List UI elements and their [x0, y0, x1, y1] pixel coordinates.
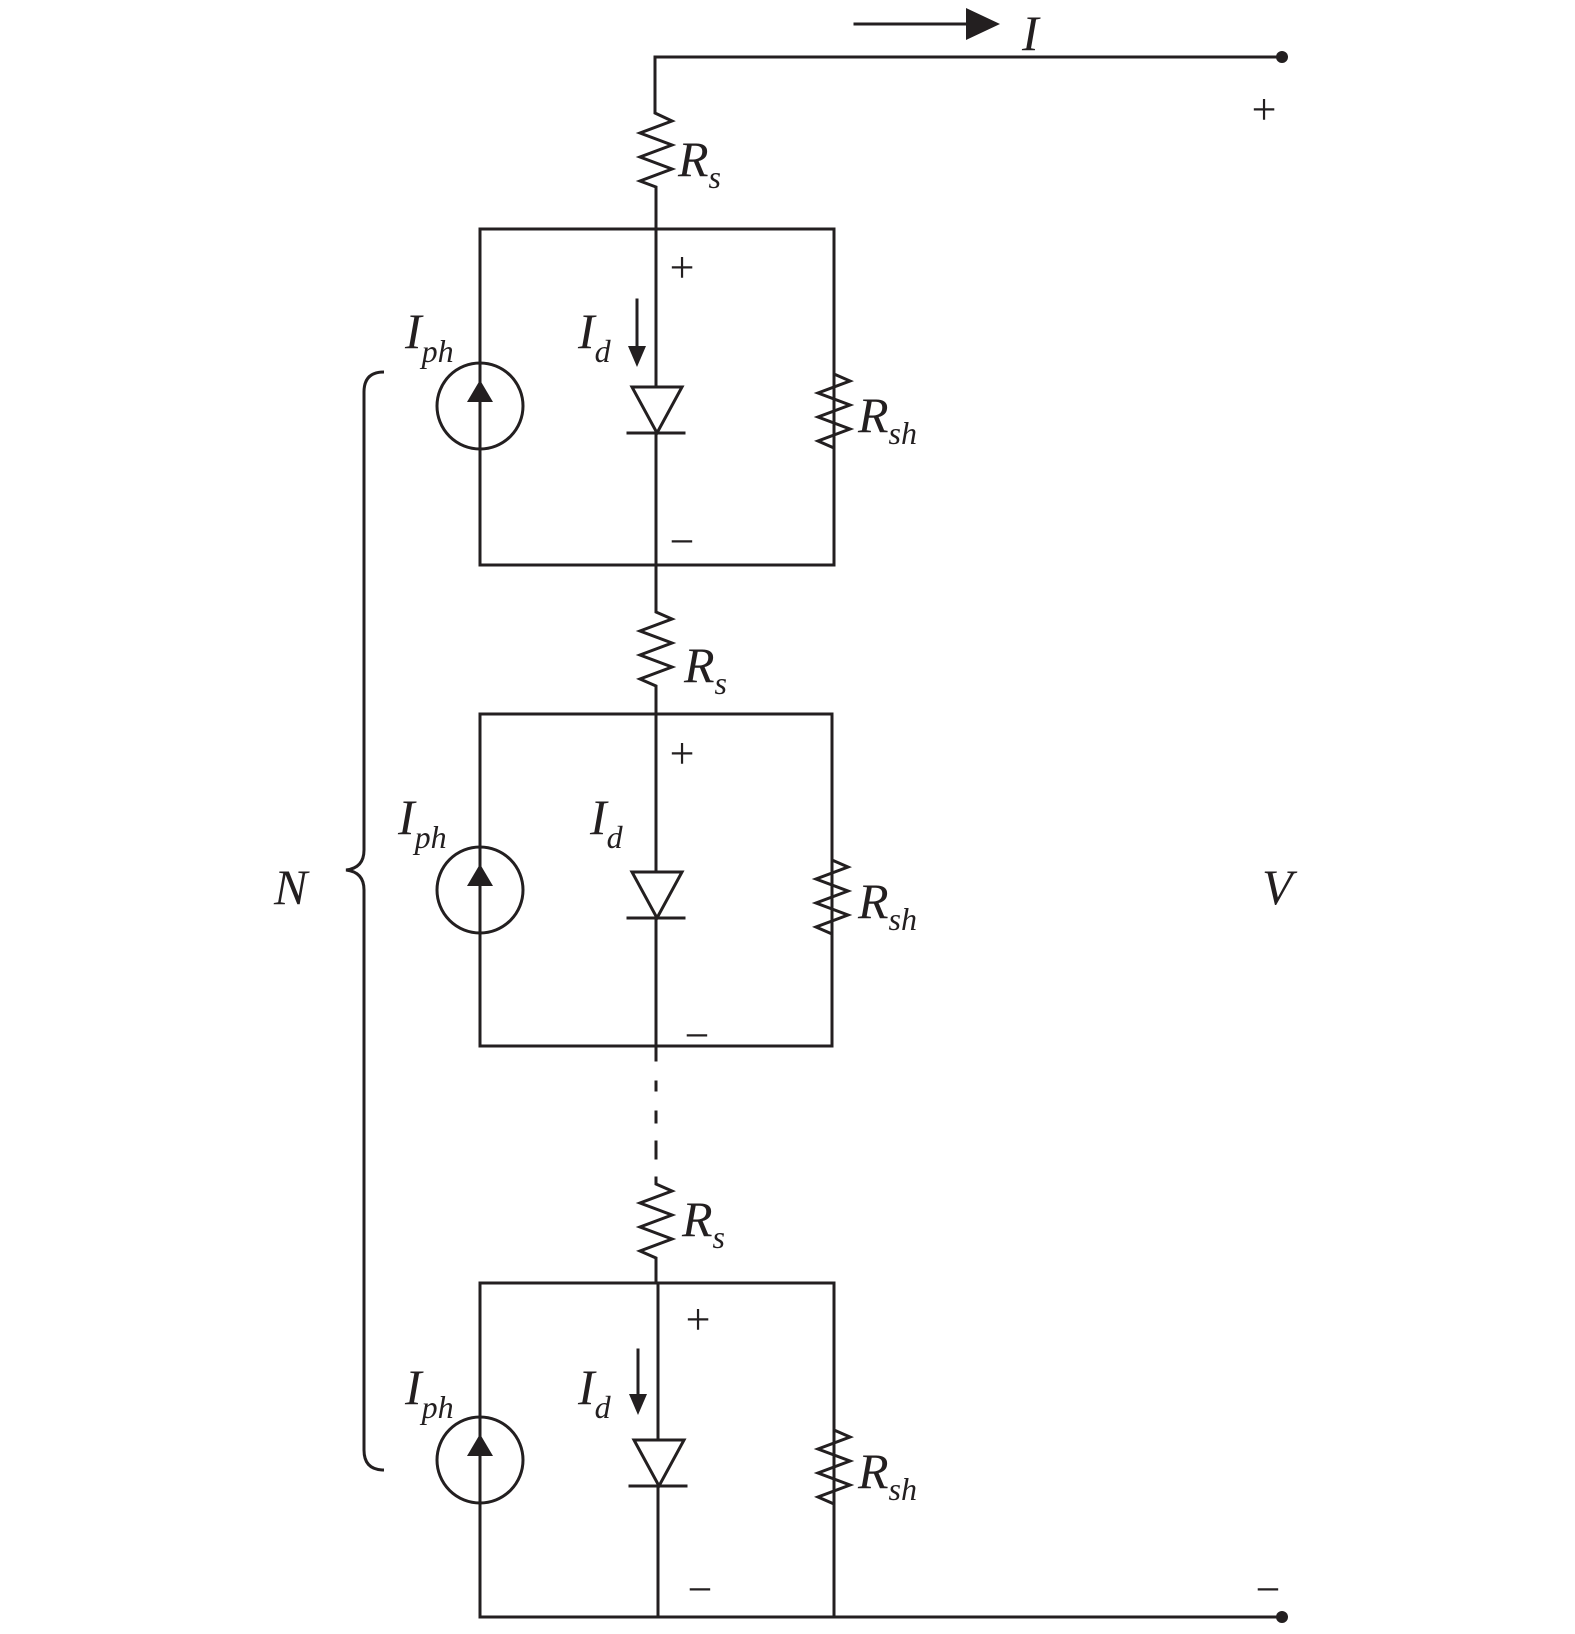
- cell-2-photo-current-label: Iph: [397, 789, 447, 855]
- cell-1-photo-current-label: Iph: [404, 303, 454, 369]
- terminal-voltage-label: V: [1262, 859, 1298, 915]
- output-wire-top: [653, 51, 1288, 110]
- output-current-label: I: [1021, 5, 1041, 61]
- series-resistor-n-label: Rs: [681, 1191, 725, 1255]
- diode-current-arrow-1: [628, 298, 646, 367]
- cell-n-diode-current-label: Id: [577, 1359, 612, 1425]
- diode-n: [628, 1281, 688, 1619]
- output-current-arrow: [853, 8, 1000, 40]
- cell-2: [435, 712, 853, 1048]
- series-resistor-1-label: Rs: [677, 131, 721, 195]
- cell-1-positive-sign: +: [670, 243, 695, 292]
- cell-1-shunt-resistor-label: Rsh: [857, 387, 917, 451]
- photo-current-source-1: [435, 361, 525, 451]
- diode-1: [626, 227, 686, 567]
- cell-n-negative-sign: −: [688, 1565, 713, 1614]
- series-resistor-2-label: Rs: [683, 637, 727, 701]
- cell-2-shunt-resistor-label: Rsh: [857, 873, 917, 937]
- diode-current-arrow-n: [629, 1348, 647, 1415]
- cell-n-positive-sign: +: [686, 1295, 711, 1344]
- cell-n: [435, 1281, 855, 1619]
- cell-2-positive-sign: +: [670, 729, 695, 778]
- cell-2-negative-sign: −: [685, 1011, 710, 1060]
- positive-terminal-sign: +: [1252, 85, 1277, 134]
- output-wire-bottom: [478, 1611, 1288, 1623]
- series-resistor-1: [635, 108, 677, 229]
- cell-2-diode-current-label: Id: [589, 789, 624, 855]
- cell-1-negative-sign: −: [670, 517, 695, 566]
- series-resistor-n: [635, 1180, 677, 1283]
- cell-1: [435, 227, 855, 567]
- cell-1-diode-current-label: Id: [577, 303, 612, 369]
- series-resistor-2: [635, 565, 677, 714]
- cell-count-label: N: [273, 859, 310, 915]
- photo-current-source-2: [435, 845, 525, 935]
- shunt-resistor-1: [813, 229, 855, 565]
- photo-current-source-n: [435, 1415, 525, 1505]
- cell-n-shunt-resistor-label: Rsh: [857, 1443, 917, 1507]
- diode-2: [626, 712, 686, 1048]
- cell-n-photo-current-label: Iph: [404, 1359, 454, 1425]
- shunt-resistor-n: [813, 1283, 855, 1617]
- shunt-resistor-2: [811, 714, 853, 1046]
- negative-terminal-sign: −: [1256, 1565, 1281, 1614]
- cell-count-brace: [345, 370, 385, 1472]
